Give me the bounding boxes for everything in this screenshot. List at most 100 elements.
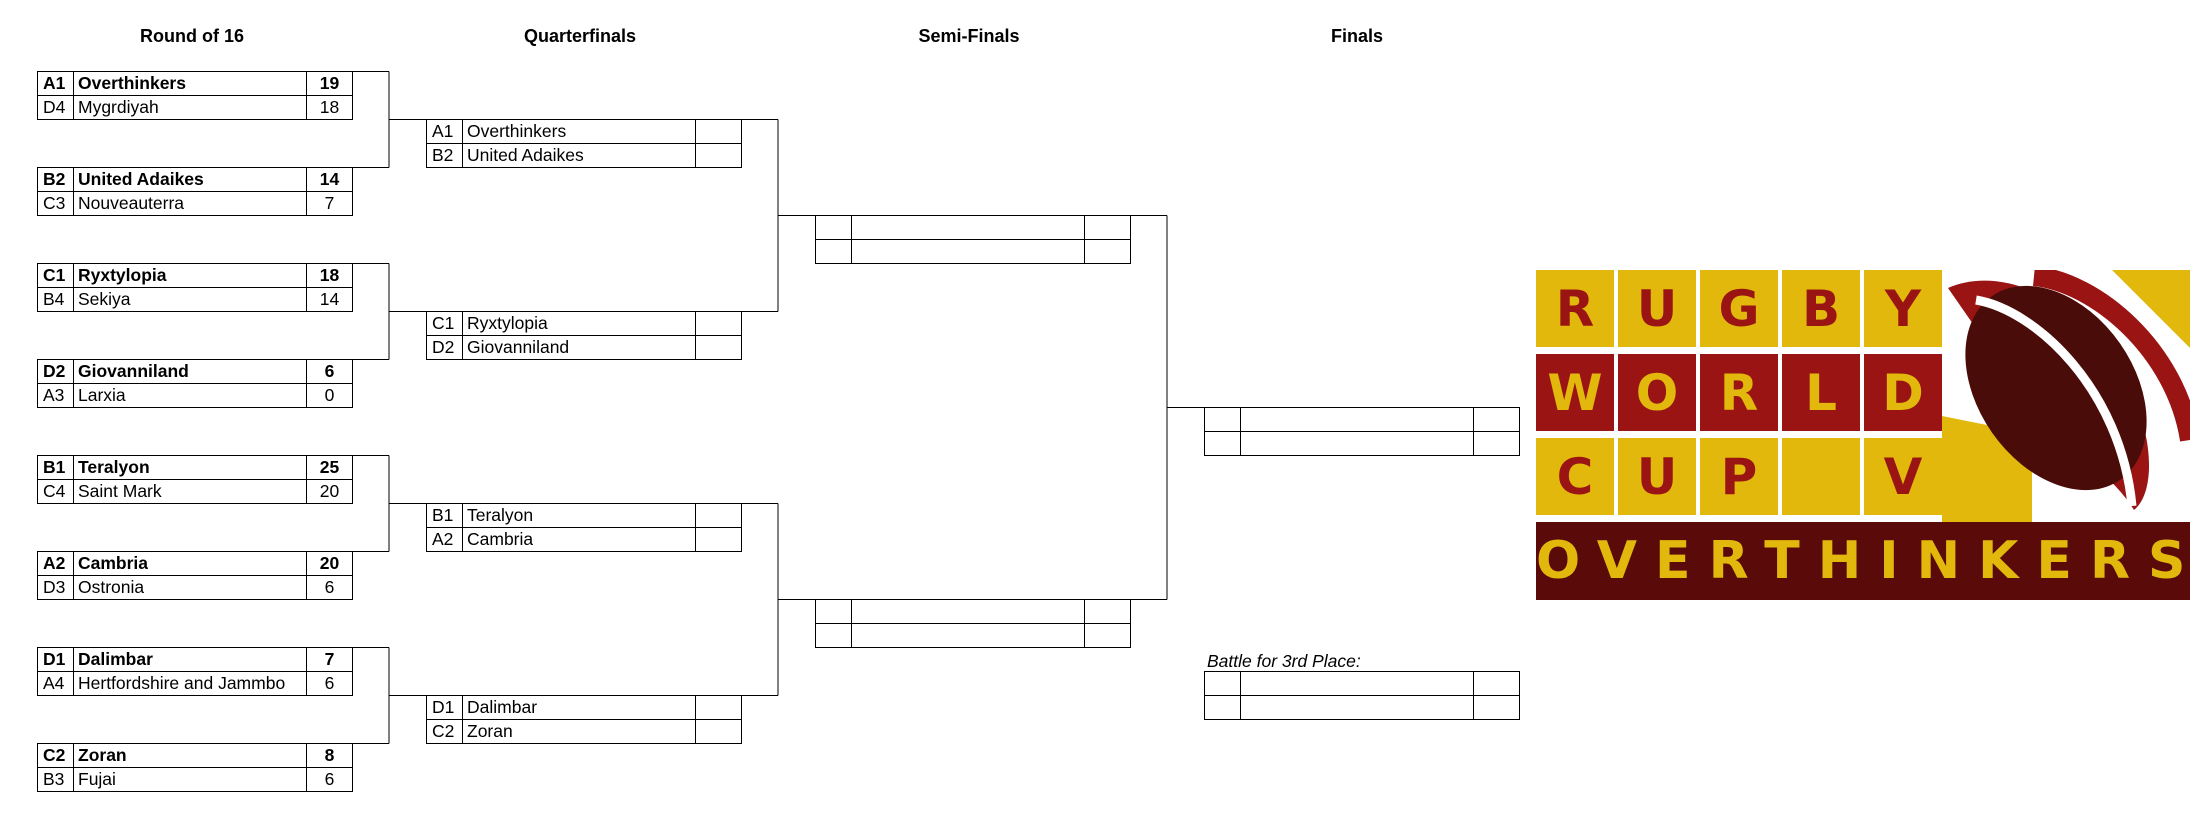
final-match [1204,406,1520,456]
score-cell: 20 [306,479,352,503]
seed-cell: D2 [427,335,463,359]
score-cell: 14 [306,287,352,311]
seed-cell [816,239,852,263]
score-cell: 7 [306,647,352,671]
score-cell [695,311,741,335]
logo-letter-tile: R [1536,270,1614,347]
team-cell [852,216,856,239]
team-cell: Giovanniland [78,360,189,381]
score-cell: 0 [306,383,352,407]
team-row [1204,431,1520,456]
seed-cell [1205,431,1241,455]
team-cell: Sekiya [78,288,131,309]
team-cell: Ryxtylopia [467,312,548,333]
logo-letter-tile: Y [1864,270,1942,347]
rugby-ball-icon [1942,270,2190,522]
team-cell: Dalimbar [467,696,538,717]
logo-letter-tile: D [1864,354,1942,431]
score-cell: 6 [306,575,352,599]
seed-cell: C3 [38,191,74,215]
team-row [1204,695,1520,720]
team-cell: Saint Mark [78,480,162,501]
score-cell [1473,695,1519,719]
score-cell [695,695,741,719]
team-cell: United Adaikes [78,168,204,189]
logo-letter-tile: V [1864,438,1942,515]
team-cell: Mygrdiyah [78,96,159,117]
team-cell: Nouveauterra [78,192,185,213]
logo-letter-tile: B [1782,270,1860,347]
team-cell [1241,696,1245,719]
team-cell: United Adaikes [467,144,584,165]
team-cell: Overthinkers [467,120,567,141]
score-cell [1084,215,1130,239]
team-cell: Overthinkers [78,72,186,93]
team-cell: Teralyon [467,504,534,525]
seed-cell: C4 [38,479,74,503]
team-cell: Ryxtylopia [78,264,167,285]
seed-cell: C1 [427,311,463,335]
logo-letter-tile: R [1700,354,1778,431]
team-row [815,214,1131,240]
logo-letter-tile: W [1536,354,1614,431]
team-cell: Cambria [78,552,149,573]
seed-cell [1205,407,1241,431]
logo-banner: OVERTHINKERS [1536,522,2190,600]
score-cell: 14 [306,167,352,191]
seed-cell: C2 [427,719,463,743]
team-cell: Cambria [467,528,534,549]
team-row [1204,406,1520,432]
score-cell: 18 [306,263,352,287]
score-cell [1084,623,1130,647]
header-semifinals: Semi-Finals [918,26,1020,46]
team-cell: Dalimbar [78,648,153,669]
team-cell: Hertfordshire and Jammbo [78,672,286,693]
score-cell [695,719,741,743]
seed-cell: A2 [38,551,74,575]
logo-letter-tile: C [1536,438,1614,515]
seed-cell: B1 [427,503,463,527]
team-cell: Zoran [78,744,127,765]
seed-cell: A1 [427,119,463,143]
team-cell [1241,432,1245,455]
seed-cell: A3 [38,383,74,407]
third-place-label: Battle for 3rd Place: [1207,651,1361,671]
seed-cell [816,599,852,623]
score-cell: 6 [306,671,352,695]
team-cell: Teralyon [78,456,150,477]
seed-cell: D2 [38,359,74,383]
score-cell [695,335,741,359]
score-cell [695,119,741,143]
sf-match [815,598,1131,648]
score-cell: 7 [306,191,352,215]
seed-cell: D4 [38,95,74,119]
score-cell [1084,239,1130,263]
logo-letter-tile: O [1618,354,1696,431]
score-cell [1473,431,1519,455]
team-row [1204,670,1520,696]
logo-letter-tile: U [1618,438,1696,515]
score-cell: 8 [306,743,352,767]
